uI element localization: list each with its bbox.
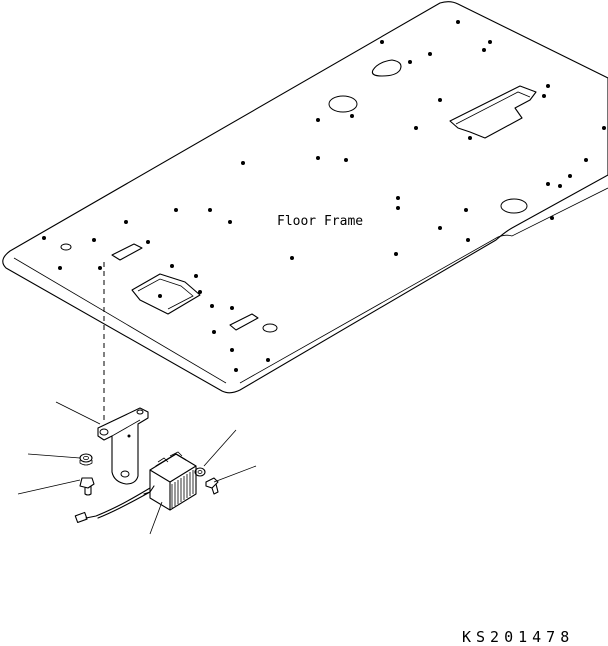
drawing-code: KS201478 xyxy=(462,628,574,646)
left-large-cutout xyxy=(131,273,201,315)
lower-slot xyxy=(229,313,259,331)
mounting-holes xyxy=(42,20,606,372)
mounting-bolt xyxy=(205,477,219,495)
round-hole-right xyxy=(500,198,528,214)
floor-frame-plate xyxy=(2,1,608,394)
mounting-washer xyxy=(194,467,206,477)
l-cutout xyxy=(449,85,537,139)
floor-frame-label: Floor Frame xyxy=(277,214,363,229)
leader-lines xyxy=(17,401,257,535)
floor-frame-cutouts xyxy=(60,59,537,333)
bolt xyxy=(79,477,95,496)
bracket xyxy=(97,407,149,485)
left-slot xyxy=(111,243,143,261)
round-hole xyxy=(328,95,358,113)
washer xyxy=(79,453,93,466)
relay-unit xyxy=(143,451,197,511)
small-round-hole xyxy=(262,323,278,333)
wire-harness xyxy=(74,487,151,524)
slot-cutout xyxy=(371,59,402,77)
